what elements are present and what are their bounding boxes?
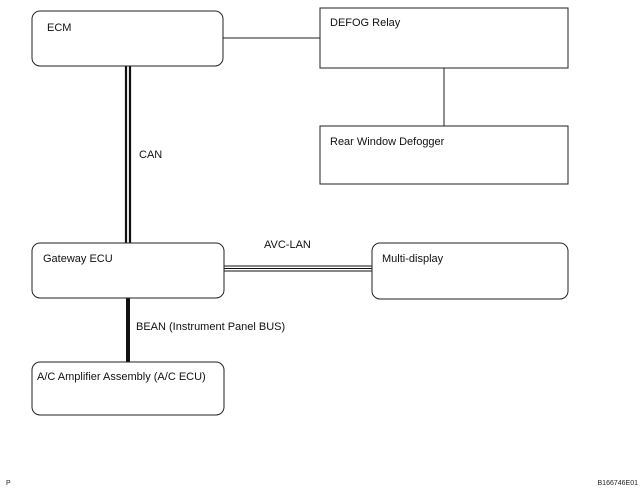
avc-lan-line bbox=[224, 265, 372, 272]
rear-window-defogger-label: Rear Window Defogger bbox=[330, 136, 445, 148]
rear-window-defogger-box bbox=[319, 125, 569, 185]
ecm-label: ECM bbox=[47, 22, 71, 34]
footer-left-mark: P bbox=[6, 480, 11, 487]
ac-amplifier-box bbox=[31, 361, 225, 416]
defog-relay-box bbox=[319, 7, 569, 69]
bean-label: BEAN (Instrument Panel BUS) bbox=[136, 321, 285, 333]
can-bus-line bbox=[124, 66, 132, 243]
figure-code: B166746E01 bbox=[597, 480, 638, 487]
multi-display-label: Multi-display bbox=[382, 253, 444, 265]
ac-amplifier-label: A/C Amplifier Assembly (A/C ECU) bbox=[37, 371, 206, 383]
multi-display-box bbox=[371, 242, 569, 300]
gateway-ecu-box bbox=[31, 242, 225, 299]
gateway-ecu-label: Gateway ECU bbox=[43, 253, 113, 265]
avc-lan-label: AVC-LAN bbox=[264, 239, 311, 251]
can-label: CAN bbox=[139, 149, 162, 161]
defog-relay-label: DEFOG Relay bbox=[330, 17, 401, 29]
ecm-box bbox=[31, 10, 224, 67]
